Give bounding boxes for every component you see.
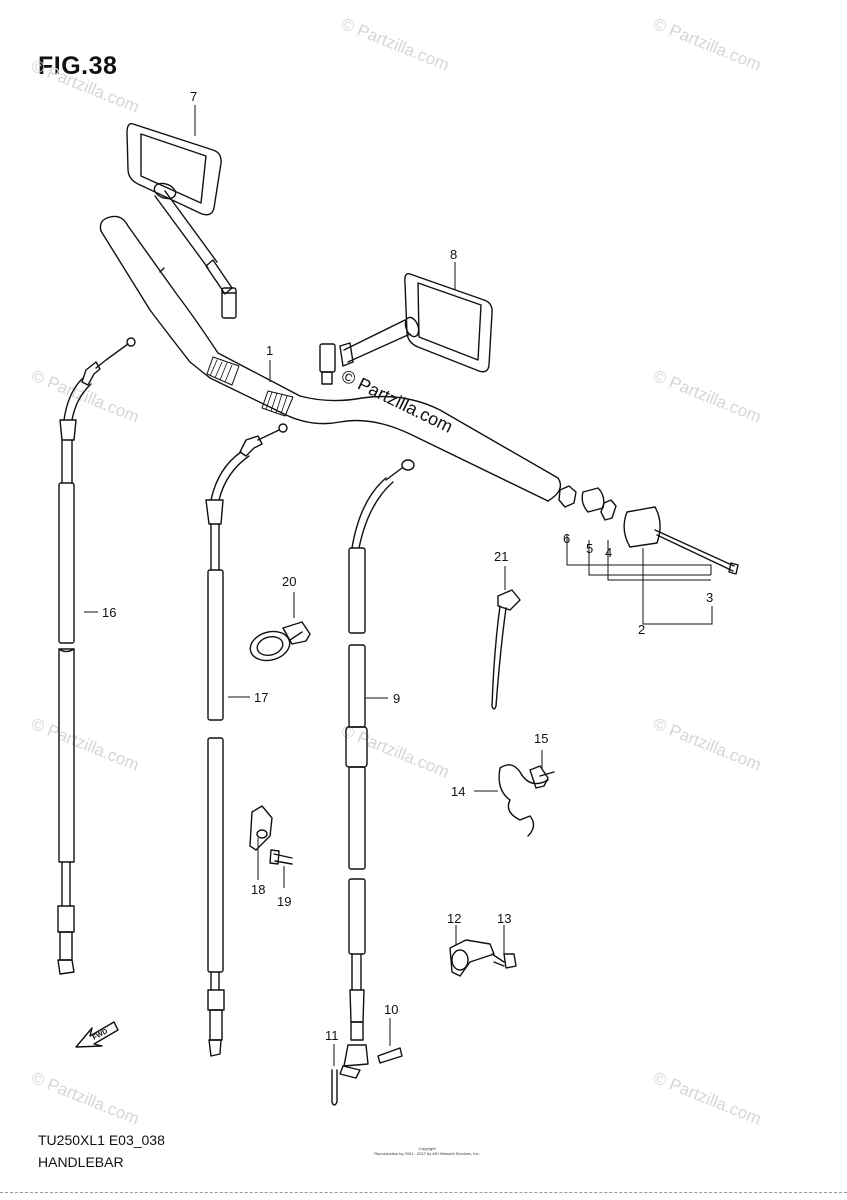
watermark-layer: © Partzilla.com © Partzilla.com © Partzi… (29, 14, 764, 1129)
bottom-divider (0, 1192, 847, 1193)
fitting-10-11 (331, 1047, 403, 1106)
copyright-line: Reproduction by 2001 - 2017 by ARI Netwo… (374, 1151, 480, 1156)
cable-17 (205, 423, 288, 1057)
callout-16: 16 (102, 605, 116, 620)
section-name: HANDLEBAR (38, 1154, 124, 1170)
callout-15: 15 (534, 731, 548, 746)
clamp-20 (249, 621, 311, 662)
callout-labels: 7 8 1 6 5 4 3 2 21 20 16 17 9 15 14 18 1… (102, 89, 713, 1043)
watermark: © Partzilla.com (651, 714, 764, 775)
callout-1: 1 (266, 343, 273, 358)
clamp-12-13 (449, 939, 517, 977)
mirror-left (126, 123, 237, 319)
watermark: © Partzilla.com (651, 1068, 764, 1129)
callout-7: 7 (190, 89, 197, 104)
cable-9 (339, 459, 415, 1079)
callout-17: 17 (254, 690, 268, 705)
watermark: © Partzilla.com (29, 1068, 142, 1129)
callout-12: 12 (447, 911, 461, 926)
watermark: © Partzilla.com (29, 56, 142, 117)
handlebar-watermark: © Partzilla.com (338, 366, 456, 437)
bracket-18-19 (249, 805, 293, 865)
watermark: © Partzilla.com (651, 14, 764, 75)
bar-end-assembly (558, 485, 739, 575)
callout-3: 3 (706, 590, 713, 605)
callout-21: 21 (494, 549, 508, 564)
callout-14: 14 (451, 784, 465, 799)
callout-4: 4 (605, 545, 612, 560)
mirror-right (319, 273, 493, 385)
callout-2: 2 (638, 622, 645, 637)
callout-19: 19 (277, 894, 291, 909)
model-code: TU250XL1 E03_038 (38, 1132, 165, 1148)
watermark: © Partzilla.com (29, 714, 142, 775)
cable-16 (57, 337, 136, 975)
callout-9: 9 (393, 691, 400, 706)
callout-18: 18 (251, 882, 265, 897)
callout-8: 8 (450, 247, 457, 262)
leader-lines (84, 105, 713, 1066)
callout-13: 13 (497, 911, 511, 926)
copyright-line: Copyright (418, 1146, 436, 1151)
copyright-notice: Copyright Reproduction by 2001 - 2017 by… (362, 1146, 492, 1156)
watermark: © Partzilla.com (339, 14, 452, 75)
callout-11: 11 (325, 1028, 339, 1043)
watermark: © Partzilla.com (29, 366, 142, 427)
figure-title: FIG.38 (38, 52, 118, 80)
callout-6: 6 (563, 531, 570, 546)
watermark: © Partzilla.com (651, 366, 764, 427)
cable-tie-21 (491, 589, 521, 710)
handlebar (99, 215, 562, 502)
callout-10: 10 (384, 1002, 398, 1017)
wire-clip-14-15 (498, 764, 555, 837)
forward-arrow-icon (75, 1021, 119, 1048)
watermark: © Partzilla.com (339, 721, 452, 782)
callout-5: 5 (586, 541, 593, 556)
callout-20: 20 (282, 574, 296, 589)
